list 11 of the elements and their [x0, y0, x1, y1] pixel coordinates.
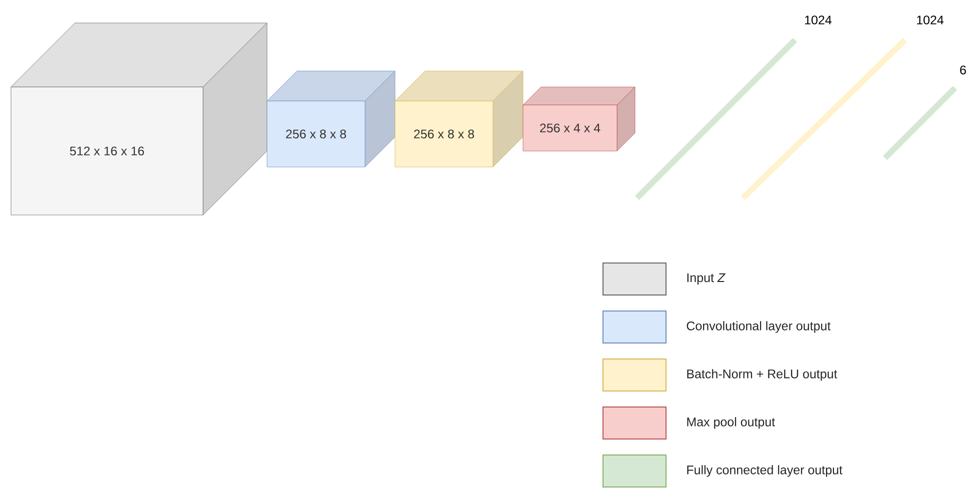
layer-cube: 256 x 8 x 8	[394, 70, 524, 168]
layer-cube: 512 x 16 x 16	[10, 22, 268, 216]
legend-label: Input Z	[687, 273, 726, 285]
legend-label: Batch-Norm + ReLU output	[687, 369, 838, 381]
vector-bar: 1024	[634, 16, 832, 200]
legend-label: Convolutional layer output	[686, 321, 831, 333]
legend-label: Max pool output	[687, 417, 776, 429]
legend-label: Fully connected layer output	[687, 465, 842, 477]
vector-bar: 6	[882, 66, 966, 160]
layer-cube: 256 x 8 x 8	[266, 70, 396, 168]
layer-cube: 256 x 4 x 4	[522, 86, 636, 152]
